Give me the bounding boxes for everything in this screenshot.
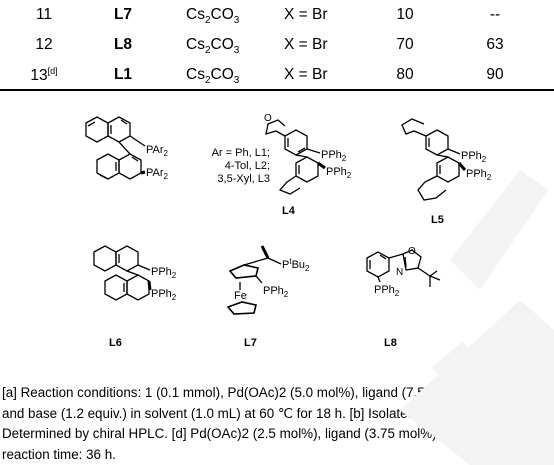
halide-cell: X = Br — [284, 36, 328, 53]
entry-cell: 11 — [35, 6, 53, 23]
l5-pph2-upper: PPh2 — [461, 150, 487, 164]
yield-cell: 70 — [396, 36, 414, 53]
label-l4: L4 — [282, 205, 296, 217]
label-l5: L5 — [431, 214, 444, 226]
binap-note-line2: 4-Tol, L2; — [224, 160, 270, 172]
halide-cell: X = Br — [284, 66, 328, 83]
l4-pph2-upper: PPh2 — [321, 149, 347, 163]
binap-note: Ar = Ph, L1; 4-Tol, L2; 3,5-Xyl, L3 — [178, 147, 270, 186]
l4-oxygen: O — [264, 113, 272, 124]
table-row: 13[d] L1 Cs2CO3 X = Br 80 90 — [0, 60, 554, 90]
l8-oxygen: O — [408, 246, 416, 257]
label-l7: L7 — [244, 337, 257, 349]
entry-cell: 12 — [35, 36, 53, 53]
l7-fe: Fe — [234, 290, 247, 302]
l7-structure — [226, 245, 282, 315]
ligand-cell: L8 — [113, 36, 133, 53]
par2-label-upper: PAr2 — [146, 144, 169, 158]
l4-pph2-lower: PPh2 — [326, 166, 352, 180]
ee-cell: -- — [489, 6, 501, 23]
binap-note-line3: 3,5-Xyl, L3 — [217, 173, 270, 185]
table-bottom-rule — [0, 89, 554, 91]
halide-cell: X = Br — [284, 6, 328, 23]
yield-cell: 80 — [396, 66, 414, 83]
footnote-line1: [a] Reaction conditions: 1 (0.1 mmol), P… — [2, 385, 471, 400]
l4-structure — [265, 119, 326, 195]
table-row: 12 L8 Cs2CO3 X = Br 70 63 — [0, 30, 554, 60]
ligand-structures: PAr2 PAr2 O PPh2 PPh2 L4 PPh2 PPh2 L5 — [85, 113, 492, 349]
l8-structure — [366, 249, 441, 287]
par2-label-lower: PAr2 — [146, 167, 169, 181]
ee-cell: 90 — [486, 66, 504, 83]
l7-pph2: PPh2 — [263, 285, 289, 299]
ee-cell: 63 — [486, 36, 504, 53]
yield-cell: 10 — [396, 6, 414, 23]
footnote-line3: Determined by chiral HPLC. [d] Pd(OAc)2 … — [2, 426, 441, 441]
base-cell: Cs2CO3 — [186, 6, 240, 27]
table-row: 11 L7 Cs2CO3 X = Br 10 -- — [0, 0, 554, 30]
base-cell: Cs2CO3 — [186, 66, 240, 87]
l6-pph2-lower: PPh2 — [151, 288, 177, 302]
binap-structure — [85, 116, 146, 180]
label-l8: L8 — [384, 337, 397, 349]
l5-structure — [401, 118, 467, 201]
binap-note-line1: Ar = Ph, L1; — [211, 147, 270, 159]
table-footnote: [a] Reaction conditions: 1 (0.1 mmol), P… — [2, 383, 550, 465]
footnote-line2: and base (1.2 equiv.) in solvent (1.0 mL… — [2, 405, 468, 421]
l8-nitrogen: N — [396, 267, 403, 278]
ligand-cell: L1 — [113, 66, 133, 83]
l6-pph2-upper: PPh2 — [151, 266, 177, 280]
l8-pph2: PPh2 — [374, 284, 400, 298]
base-cell: Cs2CO3 — [186, 36, 240, 57]
l5-pph2-lower: PPh2 — [466, 168, 492, 182]
l7-ptbu2: PtBu2 — [282, 257, 310, 273]
footnote-line4: reaction time: 36 h. — [2, 446, 116, 462]
ligand-cell: L7 — [113, 6, 133, 23]
label-l6: L6 — [109, 337, 122, 349]
l6-structure — [93, 245, 152, 301]
entry-cell: 13[d] — [30, 66, 58, 85]
